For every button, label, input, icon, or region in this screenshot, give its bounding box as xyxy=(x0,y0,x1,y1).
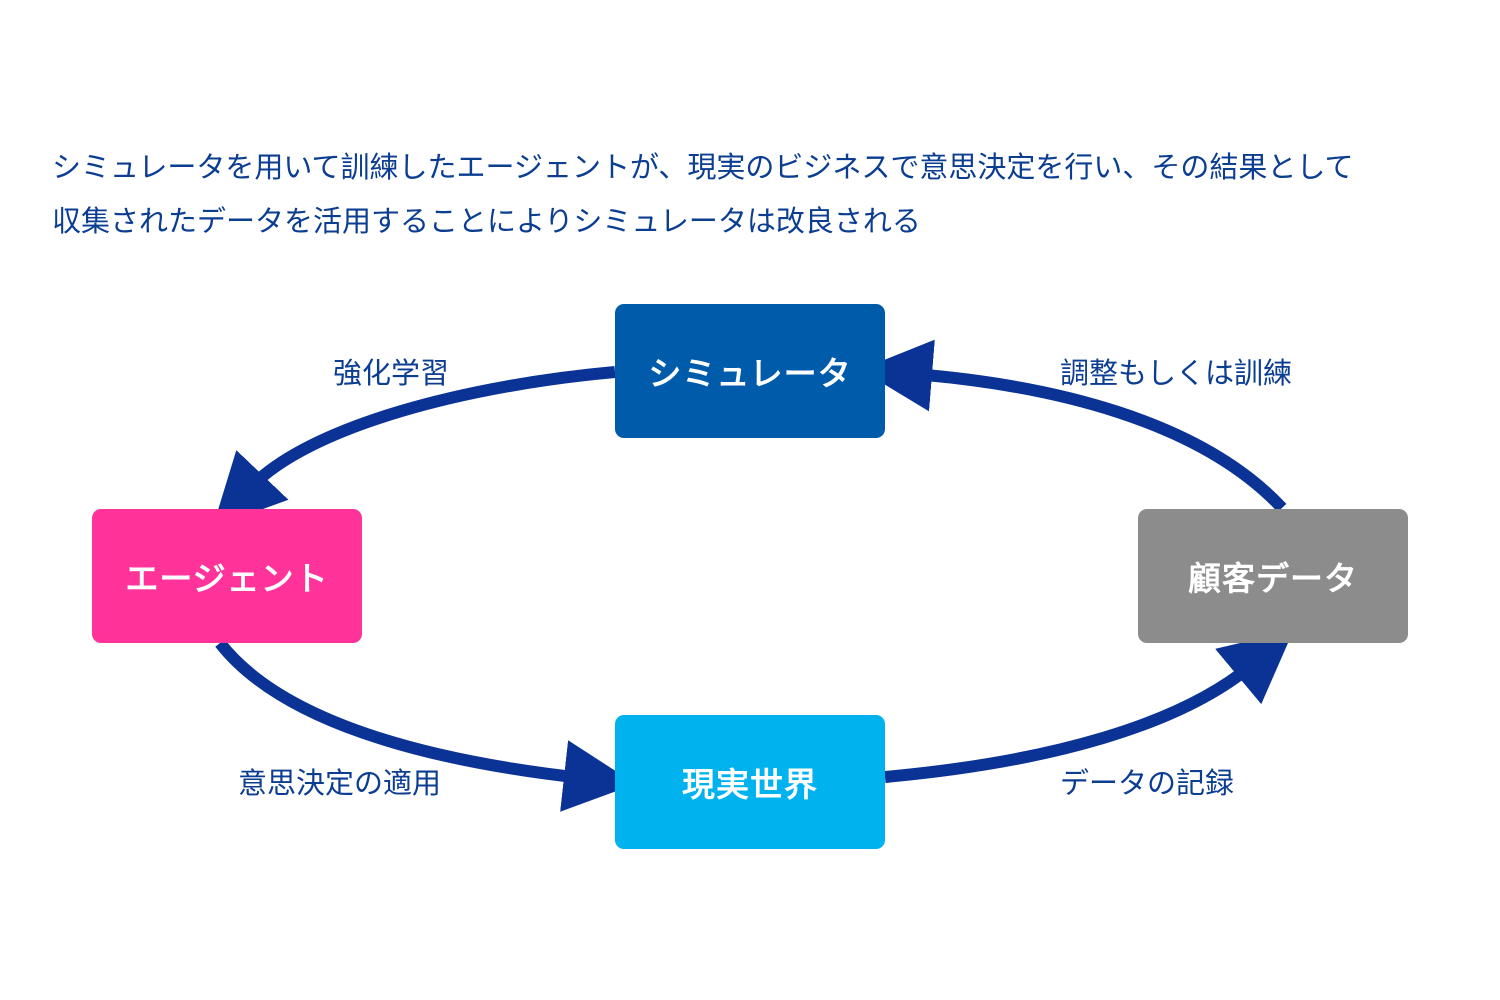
node-real-world: 現実世界 xyxy=(615,715,885,849)
caption-line-1: シミュレータを用いて訓練したエージェントが、現実のビジネスで意思決定を行い、その… xyxy=(52,150,1354,184)
node-simulator-label: シミュレータ xyxy=(648,354,852,393)
edge-label-record-data: データの記録 xyxy=(1060,766,1235,800)
node-agent-label: エージェント xyxy=(125,559,329,598)
caption: シミュレータを用いて訓練したエージェントが、現実のビジネスで意思決定を行い、その… xyxy=(52,140,1462,248)
node-agent: エージェント xyxy=(92,509,362,643)
node-simulator: シミュレータ xyxy=(615,304,885,438)
edge-label-reinforcement-learning: 強化学習 xyxy=(333,356,450,390)
caption-line-2: 収集されたデータを活用することによりシミュレータは改良される xyxy=(52,204,921,238)
node-real-world-label: 現実世界 xyxy=(682,765,818,804)
node-customer-data-label: 顧客データ xyxy=(1188,559,1358,598)
arrow-simulator-to-agent xyxy=(212,366,616,528)
arrow-agent-to-real-world xyxy=(215,639,636,812)
arrow-customer-data-to-simulator xyxy=(860,339,1287,513)
arrow-real-world-to-customer-data xyxy=(884,630,1294,783)
node-customer-data: 顧客データ xyxy=(1138,509,1408,643)
edge-label-adjust-or-train: 調整もしくは訓練 xyxy=(1060,356,1293,390)
edge-label-apply-decision: 意思決定の適用 xyxy=(238,766,442,800)
